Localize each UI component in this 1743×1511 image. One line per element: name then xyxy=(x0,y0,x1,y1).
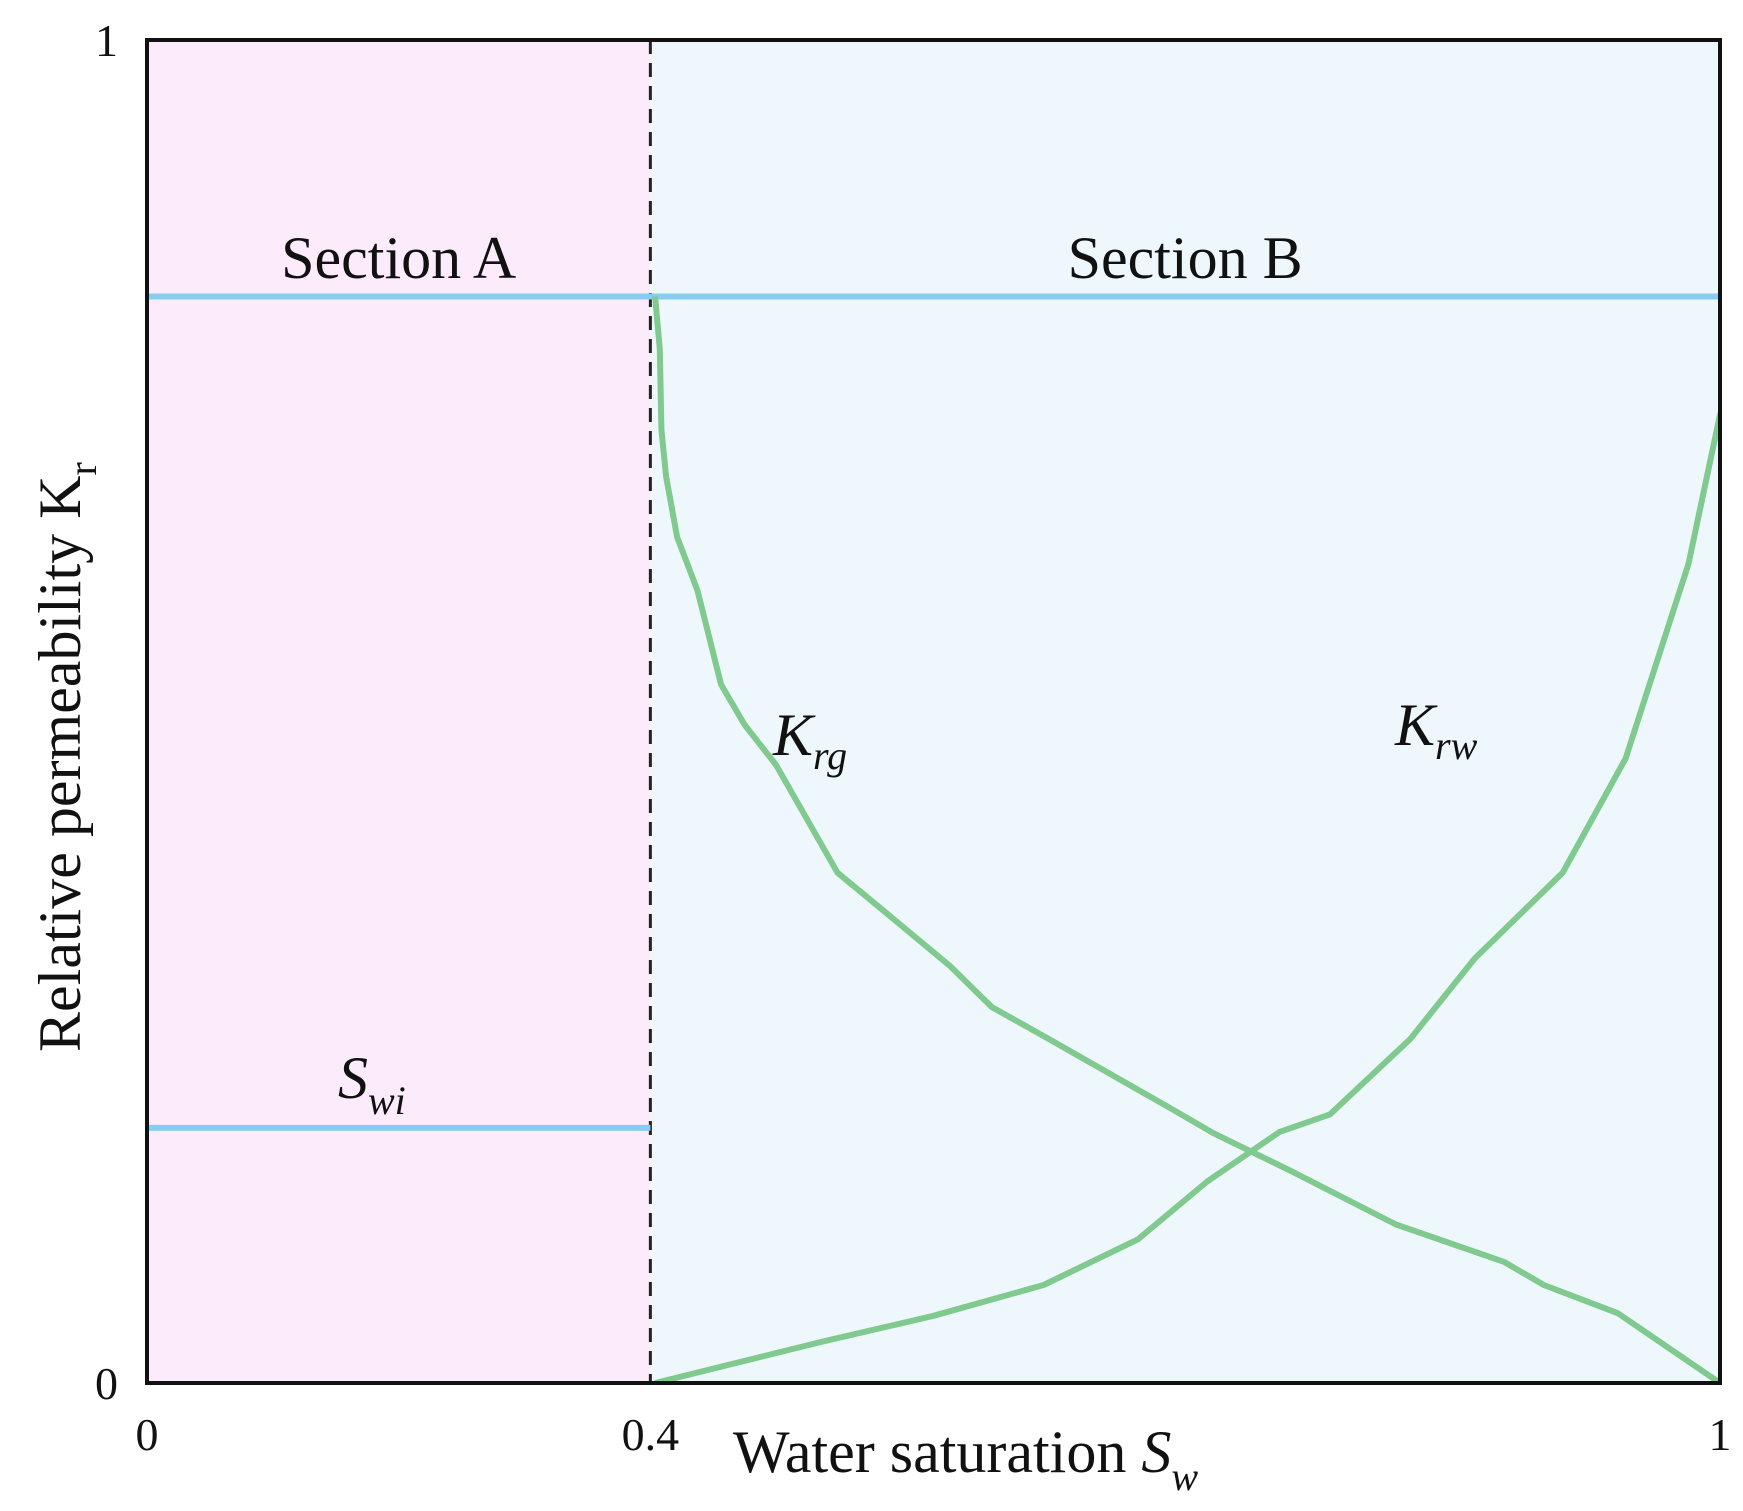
section-label-section-b: Section B xyxy=(1068,225,1303,291)
regions-layer xyxy=(147,40,1720,1383)
reference-lines-layer xyxy=(147,40,1720,1383)
x-tick-label-1: 1 xyxy=(1709,1409,1732,1460)
series-label-subscript: rg xyxy=(813,733,847,778)
series-line-krg xyxy=(652,296,1720,1383)
y-tick-label-0: 0 xyxy=(95,1358,118,1409)
section-label-section-a: Section A xyxy=(281,225,516,291)
x-axis-symbol: S xyxy=(1141,1419,1171,1485)
series-layer xyxy=(652,296,1720,1383)
plot-frame xyxy=(145,38,1722,1385)
y-axis-title: Relative permeability Kr xyxy=(27,462,105,1052)
y-tick-label-1: 1 xyxy=(95,15,118,66)
x-axis-title: Water saturation Sw xyxy=(733,1419,1198,1499)
x-tick-label-0-4: 0.4 xyxy=(622,1409,680,1460)
series-label-subscript: rw xyxy=(1435,723,1478,768)
x-tick-label-0: 0 xyxy=(136,1409,159,1460)
series-line-krw xyxy=(654,406,1720,1383)
region-section-b xyxy=(650,40,1720,1383)
y-axis-subscript: r xyxy=(60,462,105,475)
region-section-a xyxy=(147,40,651,1383)
swi-subscript: wi xyxy=(368,1078,406,1123)
x-axis-subscript: w xyxy=(1171,1454,1198,1499)
series-label-krg: Krg xyxy=(772,702,847,778)
